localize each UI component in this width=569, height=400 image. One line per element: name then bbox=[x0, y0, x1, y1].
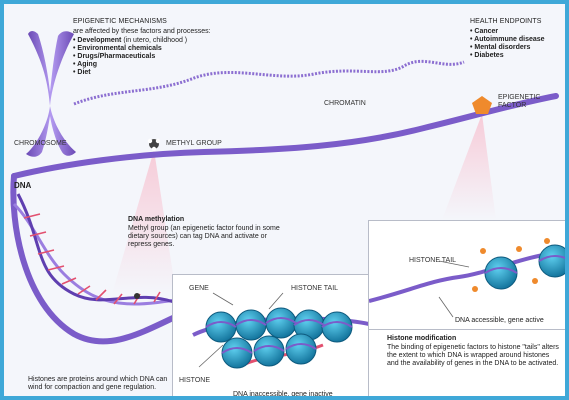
chromosome-label: CHROMOSOME bbox=[14, 140, 67, 147]
inset-divider bbox=[369, 329, 566, 330]
modification-body: The binding of epigenetic factors to his… bbox=[387, 344, 559, 368]
mechanism-item: Diet bbox=[73, 69, 187, 77]
histone-label: HISTONE bbox=[179, 377, 210, 384]
mechanisms-title: EPIGENETIC MECHANISMS bbox=[73, 18, 167, 26]
mechanisms-subtitle: are affected by these factors and proces… bbox=[73, 28, 211, 36]
mechanism-item: Drugs/Pharmaceuticals bbox=[73, 53, 187, 61]
health-item: Diabetes bbox=[470, 52, 545, 60]
chromosome-icon bbox=[26, 31, 76, 157]
mechanism-item: Environmental chemicals bbox=[73, 45, 187, 53]
histones-note: Histones are proteins around which DNA c… bbox=[28, 376, 168, 392]
modification-title: Histone modification bbox=[387, 335, 456, 343]
health-item: Mental disorders bbox=[470, 44, 545, 52]
factor-beam bbox=[442, 114, 496, 220]
histone-tail-label-active: HISTONE TAIL bbox=[409, 257, 456, 264]
gene-label: GENE bbox=[189, 285, 209, 292]
active-caption: DNA accessible, gene active bbox=[455, 317, 544, 325]
histone-tail-label-inactive: HISTONE TAIL bbox=[291, 285, 338, 292]
mechanisms-list: Development (in utero, childhood ) Envir… bbox=[73, 37, 187, 77]
methylation-body: Methyl group (an epigenetic factor found… bbox=[128, 225, 284, 249]
inactive-chromatin-inset: GENE HISTONE TAIL HISTONE DNA inaccessib… bbox=[172, 274, 380, 400]
mechanism-item: Aging bbox=[73, 61, 187, 69]
health-item: Autoimmune disease bbox=[470, 36, 545, 44]
open-nucleosomes bbox=[369, 221, 566, 397]
inactive-caption: DNA inaccessible, gene inactive bbox=[233, 391, 333, 399]
mechanism-item: Development (in utero, childhood ) bbox=[73, 37, 187, 45]
health-item: Cancer bbox=[470, 28, 545, 36]
active-chromatin-inset: HISTONE TAIL DNA accessible, gene active… bbox=[368, 220, 567, 398]
epigenetic-factor-label: EPIGENETIC FACTOR bbox=[498, 94, 546, 110]
health-list: Cancer Autoimmune disease Mental disorde… bbox=[470, 28, 545, 60]
methyl-group-label: METHYL GROUP bbox=[166, 140, 222, 147]
methylation-title: DNA methylation bbox=[128, 216, 184, 224]
health-title: HEALTH ENDPOINTS bbox=[470, 18, 541, 26]
chromatin-label: CHROMATIN bbox=[324, 100, 366, 107]
methyl-tag-icon bbox=[134, 293, 140, 299]
methyl-group-icon bbox=[148, 139, 160, 151]
dna-label: DNA bbox=[14, 181, 31, 190]
